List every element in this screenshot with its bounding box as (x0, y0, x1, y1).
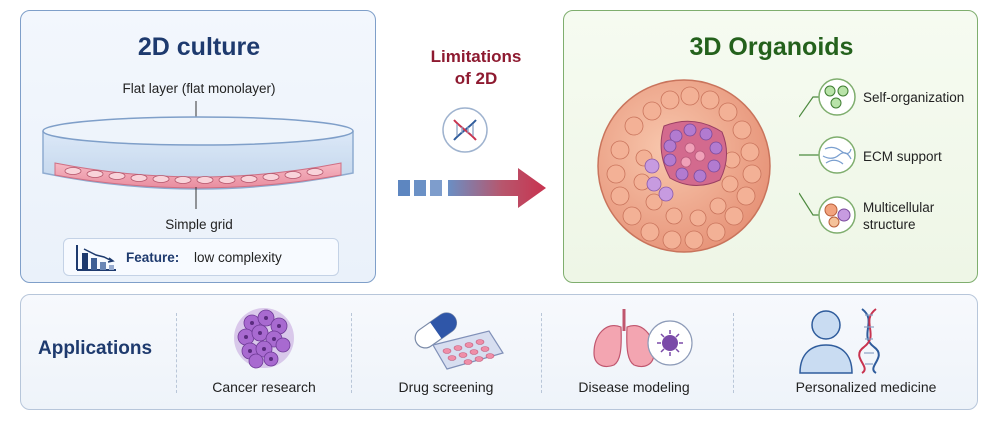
divider (176, 313, 177, 393)
multicell-icon (824, 203, 851, 228)
panel-applications: Applications Cancer research (20, 294, 978, 410)
feature-ecm-support: ECM support (863, 149, 942, 164)
limitations-line2: of 2D (454, 69, 498, 88)
declining-bars-icon (76, 245, 116, 271)
feature-connectors (799, 78, 856, 234)
person-dna-icon (799, 308, 880, 374)
transition-arrow-icon (398, 168, 546, 208)
divider (541, 313, 542, 393)
title-2d-culture: 2D culture (137, 33, 261, 61)
petri-dish-icon (42, 101, 354, 209)
organoid-sphere-icon (597, 79, 771, 253)
capsule-plate-icon (414, 312, 504, 370)
label-simple-grid: Simple grid (165, 217, 233, 232)
panel-3d-organoids: 3D Organoids (563, 10, 978, 283)
panel-2d-culture: 2D culture Flat layer (flat monolayer) (20, 10, 376, 283)
feature-box: Feature: low complexity (63, 238, 339, 276)
feature-multicellular-structure: Multicellular structure (863, 200, 935, 232)
divider (733, 313, 734, 393)
ecm-fibers-icon (822, 146, 852, 165)
tumor-cells-icon (234, 308, 294, 369)
label-flat-layer: Flat layer (flat monolayer) (122, 81, 276, 96)
app-drug-screening: Drug screening (398, 379, 494, 395)
limitations-line1: Limitations (430, 47, 522, 66)
lungs-virus-icon (593, 309, 693, 368)
feature-label: Feature: (126, 250, 180, 265)
app-disease-modeling: Disease modeling (578, 379, 690, 395)
cells-cluster-icon (824, 85, 849, 109)
app-cancer-research: Cancer research (212, 379, 316, 395)
applications-title: Applications (38, 338, 153, 359)
limitations-title: Limitations of 2D (396, 46, 556, 90)
feature-self-organization: Self-organization (863, 90, 965, 105)
dna-icon (442, 107, 488, 153)
app-personalized-medicine: Personalized medicine (795, 379, 937, 395)
divider (351, 313, 352, 393)
feature-value: low complexity (194, 250, 282, 265)
title-3d-organoids: 3D Organoids (689, 33, 854, 61)
